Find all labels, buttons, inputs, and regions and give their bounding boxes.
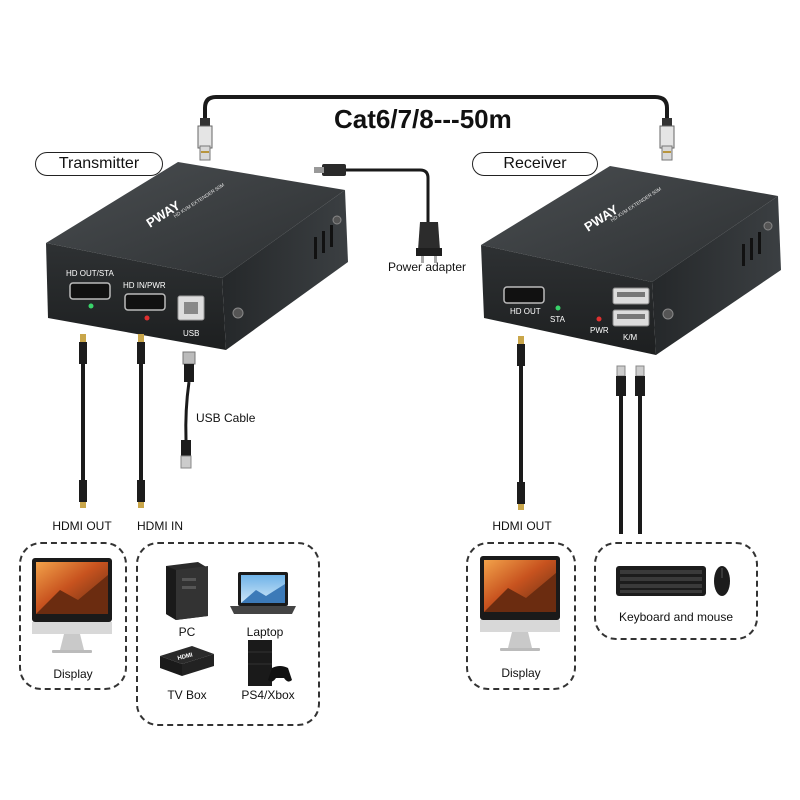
rx-display-icon: [480, 556, 560, 651]
power-adapter: [314, 164, 442, 263]
tx-port-usb: USB: [183, 329, 199, 338]
tx-display-icon: [32, 558, 112, 653]
rj45-connector-right-icon: [659, 118, 675, 161]
sta-led-icon: [88, 303, 94, 309]
power-plug-icon: [416, 222, 442, 263]
receiver-label: Receiver: [472, 152, 598, 176]
rx-port-pwr: PWR: [590, 326, 609, 335]
tx-hdmi-out-label: HDMI OUT: [52, 519, 112, 533]
rx-port-hd-out: HD OUT: [510, 307, 541, 316]
tv-box-logo: HDMI: [177, 652, 194, 662]
usb-cable-label: USB Cable: [196, 411, 256, 425]
usb-cable: [180, 351, 196, 469]
pc-tower-icon: [166, 562, 208, 620]
cat-cable: [197, 95, 675, 161]
tv-box-icon: [160, 646, 214, 676]
tx-hdmi-out-cable: [79, 334, 87, 508]
rx-display-label: Display: [501, 666, 541, 680]
console-icon: [248, 640, 292, 686]
keyboard-icon: [616, 566, 706, 596]
cable-title: Cat6/7/8---50m: [334, 104, 512, 134]
receiver-device: [481, 166, 781, 355]
rj45-connector-left-icon: [197, 118, 213, 161]
tx-hdmi-in-cable: [137, 334, 145, 508]
peripherals-group: [594, 542, 758, 640]
keyboard-mouse-label: Keyboard and mouse: [618, 610, 734, 624]
hdmi-port-icon: [124, 293, 166, 311]
rx-hdmi-out-label: HDMI OUT: [492, 519, 552, 533]
hdmi-port-icon: [69, 282, 111, 300]
pc-label: PC: [178, 625, 196, 639]
tx-hdmi-in-label: HDMI IN: [137, 519, 183, 533]
mouse-icon: [714, 566, 730, 596]
tv-box-label: TV Box: [167, 688, 207, 702]
laptop-icon: [230, 572, 296, 614]
sta-led-icon: [555, 305, 561, 311]
transmitter-device: [46, 162, 348, 350]
rx-display-group: [466, 542, 576, 690]
tx-port-hd-out-sta: HD OUT/STA: [66, 269, 115, 278]
pwr-led-icon: [596, 316, 602, 322]
rx-port-sta: STA: [550, 315, 566, 324]
console-label: PS4/Xbox: [241, 688, 295, 702]
power-adapter-label: Power adapter: [387, 260, 467, 274]
tx-port-hd-in-pwr: HD IN/PWR: [123, 281, 166, 290]
km-usb-cables: [616, 365, 645, 534]
sources-group: [136, 542, 320, 726]
laptop-label: Laptop: [246, 625, 284, 639]
hdmi-port-icon: [503, 286, 545, 304]
rx-port-km: K/M: [623, 333, 638, 342]
pwr-led-icon: [144, 315, 150, 321]
tx-display-label: Display: [53, 667, 93, 681]
transmitter-label: Transmitter: [35, 152, 163, 176]
tx-display-group: [19, 542, 127, 690]
rx-hdmi-out-cable: [517, 336, 525, 510]
